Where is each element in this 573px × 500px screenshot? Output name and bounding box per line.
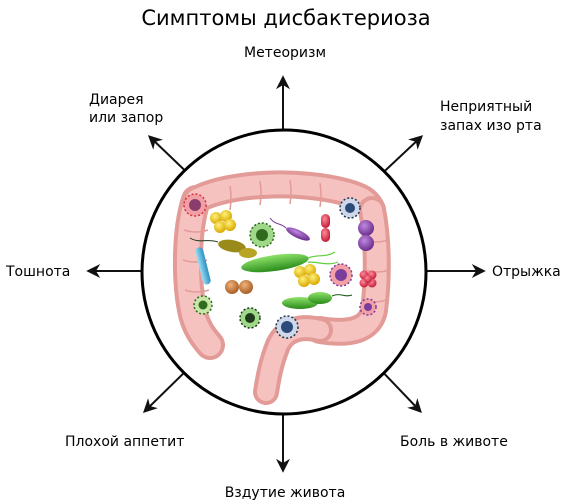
intestine-illustration (140, 128, 428, 416)
olive-rod-bacteria (189, 237, 257, 258)
red-pill-bacteria (321, 214, 330, 242)
purple-flagellate (269, 217, 310, 241)
label-bad-breath-line1: Неприятный (440, 99, 532, 115)
virus-right (329, 263, 353, 287)
virus-lower-right (359, 298, 377, 316)
label-poor-appetite: Плохой аппетит (65, 434, 184, 450)
virus-top-left (183, 193, 207, 217)
label-diarrhea-line1: Диарея (89, 92, 144, 108)
label-diarrhea-line2: или запор (89, 110, 163, 126)
virus-lower-left (193, 295, 213, 315)
virus-top-right (339, 197, 361, 219)
green-rod-lower (282, 292, 353, 309)
purple-cocci (358, 220, 374, 251)
label-abdominal-pain: Боль в животе (400, 434, 508, 450)
label-belching: Отрыжка (492, 264, 561, 280)
virus-bottom (275, 315, 299, 339)
brown-cocci (225, 280, 253, 294)
diagram-title: Симптомы дисбактериоза (141, 6, 430, 30)
label-nausea: Тошнота (5, 264, 70, 280)
virus-lower-center (239, 307, 261, 329)
blue-rod-bacteria (195, 247, 211, 285)
label-bloating: Вздутие живота (225, 485, 346, 500)
label-meteorism: Метеоризм (244, 45, 326, 61)
red-cocci (359, 270, 377, 288)
label-bad-breath-line2: запах изо рта (440, 118, 542, 134)
yellow-cocci-center (294, 264, 320, 287)
virus-center (249, 222, 275, 248)
green-rod-large (241, 251, 339, 273)
symptom-labels: Метеоризм Диарея или запор Неприятный за… (5, 45, 561, 500)
yellow-cocci-top (210, 210, 236, 233)
